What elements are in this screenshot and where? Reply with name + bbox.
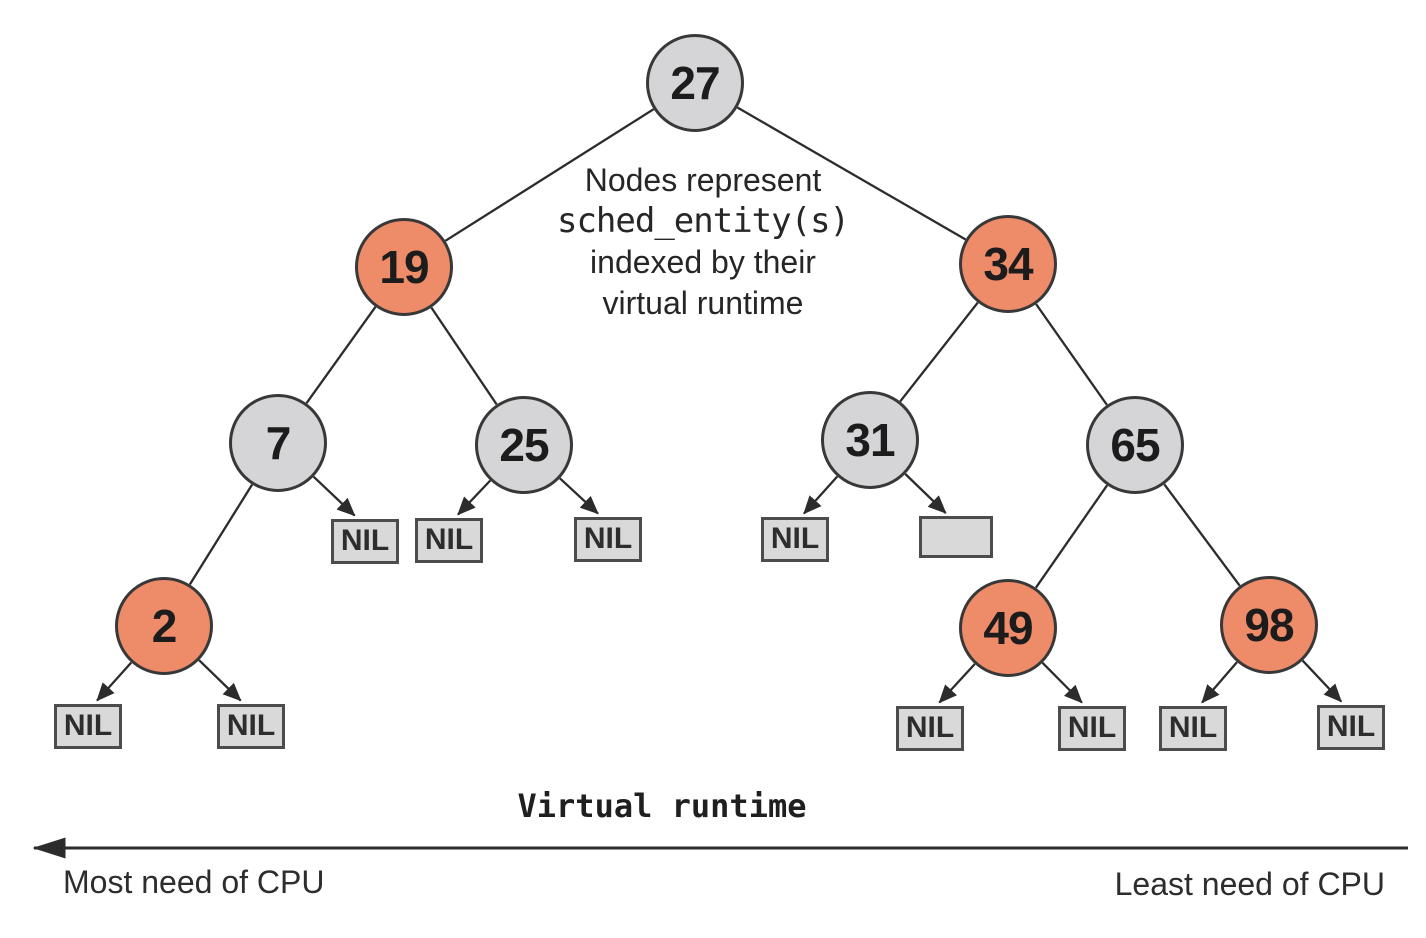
tree-edge <box>444 108 655 242</box>
tree-node-49: 49 <box>959 579 1057 677</box>
tree-edge <box>1163 483 1241 587</box>
tree-node-27: 27 <box>646 34 744 132</box>
tree-edge <box>305 306 377 404</box>
annotation-line-4: virtual runtime <box>602 285 804 321</box>
nil-leaf-nil-49r: NIL <box>1058 705 1126 751</box>
tree-edge <box>1034 484 1109 589</box>
nil-leaf-nil-2r: NIL <box>217 703 285 749</box>
tree-edge-arrow <box>96 661 133 702</box>
tree-node-2: 2 <box>115 577 213 675</box>
tree-edge <box>430 306 498 406</box>
tree-edge <box>1035 303 1108 406</box>
tree-node-31: 31 <box>821 391 919 489</box>
tree-edge-arrow <box>198 659 242 702</box>
tree-edge-arrow <box>938 663 976 704</box>
nil-leaf-nil-98r: NIL <box>1317 704 1385 750</box>
nil-leaf-nil-98l: NIL <box>1159 705 1227 751</box>
tree-edge-arrow <box>904 473 947 514</box>
tree-edges <box>96 106 1343 704</box>
tree-edge-arrow <box>1201 661 1238 704</box>
tree-node-19: 19 <box>355 218 453 316</box>
axis-title: Virtual runtime <box>517 787 807 825</box>
nil-leaf-nil-25r: NIL <box>574 516 642 562</box>
annotation-line-3: indexed by their <box>590 244 816 280</box>
annotation-line-1: Nodes represent <box>584 162 822 198</box>
nil-leaf-nil-31l: NIL <box>761 516 829 562</box>
nil-leaf-nil-25l: NIL <box>415 517 483 563</box>
empty-leaf-box-31r <box>919 516 993 558</box>
axis-label-least-need: Least need of CPU <box>1114 866 1385 902</box>
tree-edge-arrow <box>457 479 492 516</box>
nil-leaf-nil-7r: NIL <box>331 518 399 564</box>
nil-leaf-nil-2l: NIL <box>54 703 122 749</box>
tree-edge <box>188 483 254 586</box>
tree-edge-arrow <box>1301 659 1343 703</box>
tree-node-98: 98 <box>1220 576 1318 674</box>
tree-node-7: 7 <box>229 394 327 492</box>
tree-node-65: 65 <box>1086 396 1184 494</box>
tree-edge <box>736 106 967 241</box>
annotation-line-2-code: sched_entity(s) <box>556 201 850 241</box>
tree-edge-arrow <box>559 477 599 515</box>
nil-leaf-nil-49l: NIL <box>896 705 964 751</box>
annotation-text: Nodes represent sched_entity(s) indexed … <box>483 160 923 324</box>
tree-edge-arrow <box>803 475 839 515</box>
tree-node-34: 34 <box>959 215 1057 313</box>
axis-label-most-need: Most need of CPU <box>63 864 325 900</box>
tree-edge <box>899 301 979 403</box>
tree-edge-arrow <box>1041 661 1083 704</box>
tree-edge-arrow <box>312 475 356 517</box>
tree-node-25: 25 <box>475 396 573 494</box>
